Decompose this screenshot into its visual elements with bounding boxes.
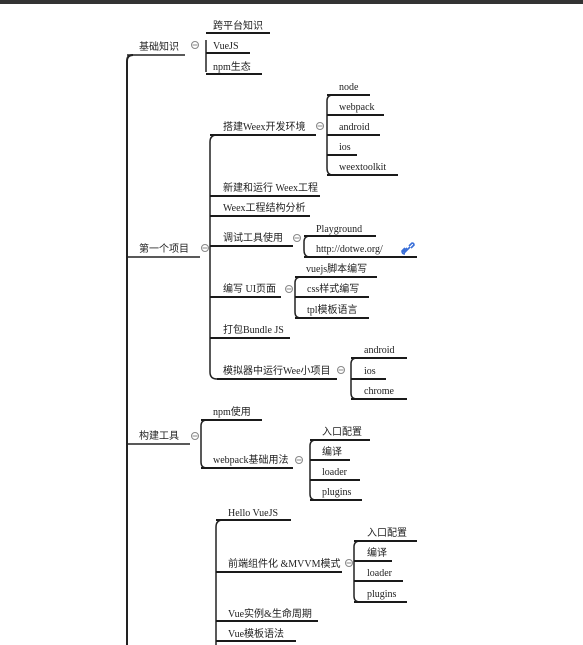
leaf-android: android [339, 122, 370, 133]
node-simulator: 模拟器中运行Wee小项目 [223, 364, 331, 377]
node-npm-usage: npm使用 [213, 405, 251, 418]
node-setup-env: 搭建Weex开发环境 [223, 120, 306, 133]
leaf-tpl: tpl模板语言 [307, 303, 358, 316]
leaf-webpack: webpack [339, 102, 375, 113]
leaf-vuejs-script: vuejs脚本编写 [306, 262, 367, 275]
leaf-ios: ios [364, 366, 376, 377]
leaf-playground: Playground [316, 224, 362, 235]
leaf-weextoolkit: weextoolkit [339, 162, 386, 173]
node-vue-template: Vue模板语法 [228, 627, 284, 640]
section-label-build-tools: 构建工具 [139, 429, 179, 442]
leaf-entry-config: 入口配置 [367, 527, 407, 539]
section-label-first-project: 第一个项目 [139, 242, 189, 255]
collapse-toggle-icon[interactable] [337, 366, 345, 374]
node-webpack-basic: webpack基础用法 [213, 453, 289, 466]
node-debug-tools: 调试工具使用 [223, 231, 283, 244]
collapse-toggle-icon[interactable] [295, 456, 303, 464]
node-create-run: 新建和运行 Weex工程 [223, 181, 318, 194]
collapse-toggle-icon[interactable] [316, 122, 324, 130]
collapse-toggle-icon[interactable] [345, 559, 353, 567]
section-first-project[interactable]: 第一个项目 搭建Weex开发环境 node webpack android io… [127, 82, 417, 400]
section-build-tools[interactable]: 构建工具 npm使用 webpack基础用法 入口配置 编译 loader pl… [127, 405, 370, 501]
section-vue[interactable]: Hello VueJS 前端组件化 &MVVM模式 入口配置 编译 loader… [215, 508, 417, 645]
node-bundle: 打包Bundle JS [223, 323, 284, 336]
leaf-loader: loader [367, 568, 393, 579]
leaf-dotwe-link[interactable]: http://dotwe.org/ [316, 244, 383, 255]
leaf-node: node [339, 82, 359, 93]
leaf-plugins: plugins [322, 487, 352, 498]
node-npm-ecosystem: npm生态 [213, 60, 251, 73]
section-label-basics: 基础知识 [139, 40, 179, 53]
leaf-entry-config: 入口配置 [322, 426, 362, 438]
collapse-toggle-icon[interactable] [293, 234, 301, 242]
collapse-toggle-icon[interactable] [285, 285, 293, 293]
node-componentization: 前端组件化 &MVVM模式 [228, 557, 341, 570]
leaf-compile: 编译 [322, 445, 342, 458]
collapse-toggle-icon[interactable] [191, 41, 199, 49]
link-icon[interactable] [401, 242, 415, 255]
collapse-toggle-icon[interactable] [191, 432, 199, 440]
leaf-loader: loader [322, 467, 348, 478]
leaf-android: android [364, 345, 395, 356]
leaf-css: css样式编写 [307, 282, 359, 295]
node-write-ui: 编写 UI页面 [223, 282, 276, 295]
node-cross-platform: 跨平台知识 [213, 19, 263, 32]
root-spine [126, 54, 134, 645]
node-structure: Weex工程结构分析 [223, 201, 306, 214]
section-basics[interactable]: 基础知识 跨平台知识 VueJS npm生态 [127, 19, 270, 75]
leaf-compile: 编译 [367, 546, 387, 559]
node-vue-instance: Vue实例&生命周期 [228, 607, 312, 620]
top-bar [0, 0, 583, 4]
leaf-chrome: chrome [364, 386, 395, 397]
node-hello-vuejs: Hello VueJS [228, 508, 278, 519]
leaf-ios: ios [339, 142, 351, 153]
node-vuejs: VueJS [213, 41, 239, 52]
collapse-toggle-icon[interactable] [201, 244, 209, 252]
leaf-plugins: plugins [367, 589, 397, 600]
